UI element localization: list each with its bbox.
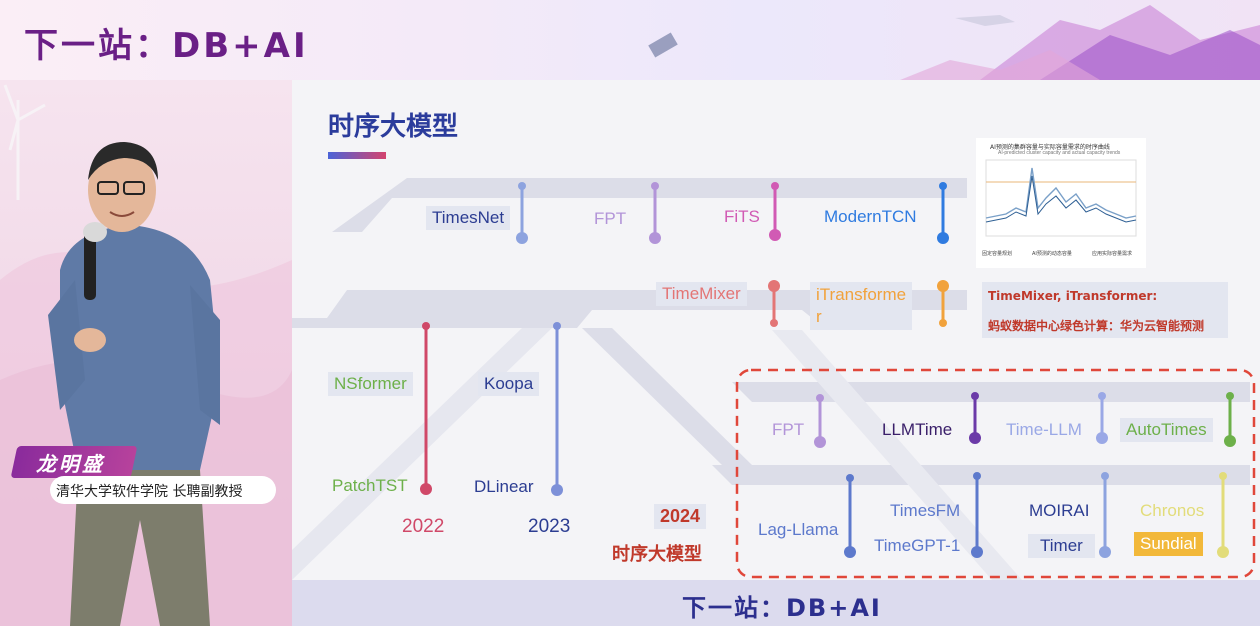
- title-badge: [50, 476, 276, 504]
- usage-note-line1: TimeMixer, iTransformer:: [988, 289, 1158, 303]
- model-fpt: FPT: [772, 420, 805, 439]
- model-timegpt: TimeGPT-1: [874, 536, 961, 555]
- speaker-title: 清华大学软件学院 长聘副教授: [56, 484, 243, 500]
- model-koopa: Koopa: [478, 372, 540, 396]
- mini-chart-legend-1: 固定容量规划: [982, 251, 1013, 257]
- bottom-banner: 下一站：DB+AI: [292, 580, 1260, 626]
- model-patchtst: PatchTST: [332, 476, 408, 495]
- year-2022: 2022: [402, 516, 445, 537]
- model-timer: Timer: [1028, 534, 1095, 558]
- model-itransformer-line1: iTransforme: [816, 285, 907, 304]
- model-sundial: Sundial: [1134, 532, 1203, 556]
- model-fits: FiTS: [724, 207, 760, 226]
- usage-note-line2: 蚂蚁数据中心绿色计算：华为云智能预测: [988, 319, 1205, 333]
- model-dlinear: DLinear: [474, 477, 534, 496]
- model-autotimes: AutoTimes: [1120, 418, 1213, 442]
- model-llmtime: LLMTime: [882, 420, 953, 439]
- usage-note: [982, 282, 1228, 338]
- slide-title: 时序大模型: [328, 112, 459, 142]
- mini-chart: AI预测的集群容量与实际容量需求的时序曲线 AI-predicted clust…: [976, 138, 1146, 268]
- speaker-stage: 龙明盛 清华大学软件学院 长聘副教授: [0, 80, 292, 626]
- slide: 时序大模型 TimesNet FPT: [292, 80, 1260, 580]
- model-timesnet: TimesNet: [426, 206, 511, 230]
- mini-chart-legend-3: 应用实际容量需求: [1092, 251, 1133, 257]
- mini-chart-legend-2: AI预测的动态容量: [1032, 251, 1072, 257]
- model-chronos: Chronos: [1140, 501, 1205, 520]
- mini-chart-subtitle: AI-predicted cluster capacity and actual…: [998, 150, 1121, 156]
- model-itransformer: iTransforme r: [810, 282, 913, 330]
- model-itransformer-line2: r: [816, 307, 822, 326]
- speaker-name: 龙明盛: [36, 452, 105, 476]
- mini-chart-plot: [985, 159, 1137, 237]
- speaker-figure: [0, 84, 292, 626]
- mini-chart-title: AI预测的集群容量与实际容量需求的时序曲线: [990, 144, 1110, 151]
- banner-title: 下一站：DB+AI: [24, 26, 309, 66]
- timeline-diagram: [292, 178, 1256, 580]
- year-2023: 2023: [528, 516, 571, 537]
- model-timellm: Time-LLM: [1006, 420, 1082, 439]
- model-moirai: MOIRAI: [1029, 501, 1090, 520]
- model-fpt-top: FPT: [594, 209, 627, 228]
- mountain-decoration: [648, 5, 1260, 80]
- model-nsformer: NSformer: [328, 372, 413, 396]
- model-moderntcn: ModernTCN: [824, 207, 917, 226]
- model-timemixer: TimeMixer: [656, 282, 747, 306]
- year-2024: 2024: [654, 504, 707, 529]
- top-banner: 下一站：DB+AI: [0, 0, 1260, 80]
- model-lagllama: Lag-Llama: [758, 520, 839, 539]
- model-timesfm: TimesFM: [890, 501, 961, 520]
- title-underline: [328, 152, 386, 159]
- footer-title: 下一站：DB+AI: [682, 594, 882, 622]
- label-2024: 时序大模型: [612, 544, 702, 565]
